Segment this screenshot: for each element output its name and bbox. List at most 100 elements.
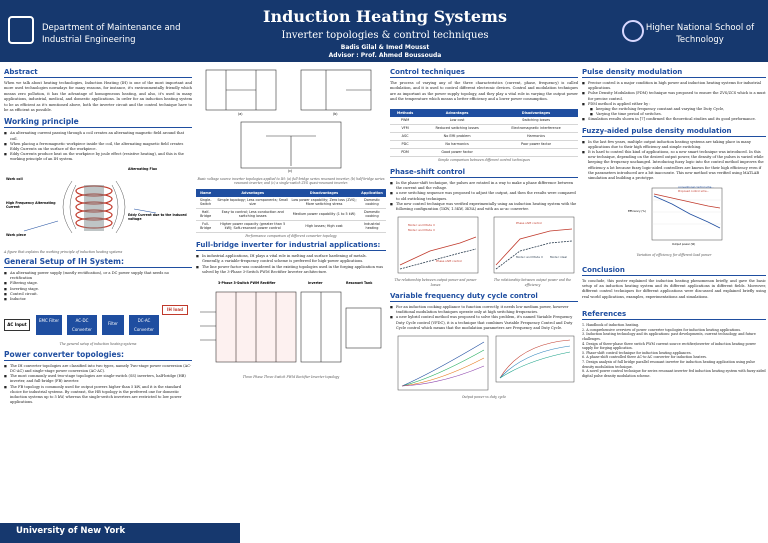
graph-caption-left: The relationship between output power an… <box>394 278 477 287</box>
pdm-sub-bullet: Varying the time period of switches. <box>590 112 766 117</box>
phase-shift-graphs: Mode I and Mode II Mode I and Mode II Ph… <box>390 215 578 277</box>
fuzzy-heading: Fuzzy-aided pulse density modulation <box>582 127 766 137</box>
column-1: Abstract When we talk about heating tech… <box>4 66 192 543</box>
inverter-label: Inverter <box>308 281 323 286</box>
topology-label-c: (c) <box>288 169 293 173</box>
table-cell: Higher power capacity (greater than 5 kW… <box>215 220 291 233</box>
table-cell: Full-Bridge <box>196 220 216 233</box>
vfdc-graphs <box>390 334 578 394</box>
full-bridge-figure: 3-Phase 3-Switch PWM Rectifier Inverter … <box>196 278 386 375</box>
ac-dc-block: AC-DC Converter <box>67 315 97 336</box>
reference-item: 5. Phase-shift control technique for ind… <box>582 350 692 355</box>
work-piece-label: Work piece <box>6 232 26 237</box>
legend-entry: Proposed control sche... <box>678 190 710 194</box>
table-row: Half-Bridge Easy to control; Less conduc… <box>196 208 386 221</box>
graph-caption-right: The relationship between output power an… <box>493 278 572 287</box>
working-bullet: Eddy Currents produce heat on the workpi… <box>4 152 192 162</box>
filter-block: Filter <box>102 315 124 336</box>
table-cell: No EMI problem <box>420 132 495 141</box>
general-setup-heading: General Setup of IH System: <box>4 257 192 269</box>
table-cell: No harmonics <box>420 140 495 149</box>
graph-label: Mode I ideal <box>550 255 567 260</box>
pdm-bullet: Pulse Density Modulation (PDM) technique… <box>582 91 766 101</box>
working-bullet: An alternating current passing through a… <box>4 131 192 141</box>
graph-label: Mode I and Mode II <box>408 223 435 228</box>
table-header: Application <box>357 188 386 197</box>
variable-frequency-bullet: For an induction cooking appliance to fu… <box>390 305 578 315</box>
graph-label: Mode I and Mode II <box>516 255 543 260</box>
table-cell: Industrial heating <box>357 220 386 233</box>
graph-label: Phase shift control <box>516 221 542 226</box>
converter-bullet: The IH converter topologies are classifi… <box>4 364 192 374</box>
fuzzy-bullet: In the last few years, multiple output i… <box>582 140 766 150</box>
conclusion-text: To conclude, this poster explained the i… <box>582 278 766 299</box>
ih-load-block: IH load <box>162 305 188 316</box>
reference-item: 3. Induction heating technology and its … <box>582 332 756 342</box>
advisor: Advisor : Prof. Ahmed Boussouda <box>328 52 442 59</box>
graph-label: Mode I and Mode II <box>408 228 435 233</box>
setup-block-diagram: AC Input EMC Filter AC-DC Converter Filt… <box>4 305 192 341</box>
setup-bullet: Inductor. <box>4 297 192 302</box>
table-cell: Domestic cooking <box>357 196 386 209</box>
resonant-tank-label: Resonant Tank <box>346 281 373 286</box>
topology-label-a: (a) <box>238 112 243 116</box>
table-cell: Good power factor <box>420 148 495 157</box>
table-cell: Half-Bridge <box>196 208 216 221</box>
authors: Badis Gilal & Imed Mousst <box>340 44 430 51</box>
power-converter-heading: Power converter topologies: <box>4 350 192 361</box>
table-cell: VFM <box>390 124 421 133</box>
reference-item: 4. Design of three-phase three switch PW… <box>582 341 756 351</box>
inverter-topology-schematic <box>205 69 372 169</box>
footer-university: University of New York <box>16 526 126 536</box>
control-table-caption: Simple comparison between different cont… <box>438 157 530 162</box>
column-3: Control techniques The process of varyin… <box>390 66 578 543</box>
pdm-sub-bullet: keeping the switching frequency constant… <box>590 107 766 112</box>
school-logo <box>622 20 644 42</box>
footer-bar: University of New York <box>0 523 240 543</box>
graph-label: Phase shift control <box>436 259 462 264</box>
control-techniques-text: The process of varying any of the three … <box>390 81 578 102</box>
work-coil-label: Work coil <box>6 176 23 181</box>
pdm-heading: Pulse density modulation <box>582 68 766 78</box>
pdm-bullet: PDM method is applied either by : <box>582 102 766 107</box>
table-header: Advantages <box>215 188 291 197</box>
table-header: Methods <box>390 108 421 117</box>
converter-bullet: The most commonly used two-stage topolog… <box>4 374 192 384</box>
table-cell: Easy to control; Less conduction and swi… <box>215 208 291 221</box>
emc-filter-block: EMC Filter <box>36 315 62 336</box>
full-bridge-bullet: In industrial applications, IH plays a v… <box>196 254 386 264</box>
reference-item: 8. A novel power control technique for s… <box>582 369 766 378</box>
table-cell: High losses; High cost <box>290 220 358 233</box>
table-cell: Poor power factor <box>494 140 578 149</box>
pwm-rectifier-schematic <box>200 291 382 363</box>
references-heading: References <box>582 310 766 321</box>
topology-figure: (a) (b) (c) <box>196 66 386 176</box>
alternating-flux-label: Alternating Flux <box>128 166 158 171</box>
x-axis-label: Output power (W) <box>672 243 696 247</box>
topology-caption: Basic voltage source inverter topologies… <box>197 177 385 186</box>
table-cell: Electromagnetic interference <box>494 124 578 133</box>
reference-item: 7. Design analysis of full bridge parall… <box>582 360 756 369</box>
fuzzy-chart: conventional control sche... Proposed co… <box>582 184 766 252</box>
induction-coil-diagram <box>23 180 157 233</box>
abstract-text: When we talk about heating technologies,… <box>4 81 192 113</box>
poster-title: Induction Heating Systems <box>263 7 507 26</box>
setup-bullet: Filtering stage. <box>4 281 192 286</box>
working-principle-caption: A figure that explains the working princ… <box>4 249 123 254</box>
phase-shift-bullet: a new switching sequence was proposed to… <box>390 191 578 201</box>
table-cell <box>494 148 578 157</box>
working-principle-heading: Working principle <box>4 117 192 129</box>
full-bridge-bullet: The line power factor was considered in … <box>196 265 386 275</box>
reference-item: 1. Handbook of induction heating. <box>582 323 640 328</box>
variable-frequency-bullet: a new hybrid control method was proposed… <box>390 315 578 331</box>
control-techniques-heading: Control techniques <box>390 68 578 78</box>
pdm-bullet: Simulation results shown in [7] confirme… <box>582 117 766 122</box>
setup-caption: The general setup of induction heating s… <box>59 342 137 347</box>
column-2: (a) (b) (c) Basic voltage source inverte… <box>196 66 386 543</box>
setup-bullet: An alternating power supply (mostly rect… <box>4 271 192 281</box>
